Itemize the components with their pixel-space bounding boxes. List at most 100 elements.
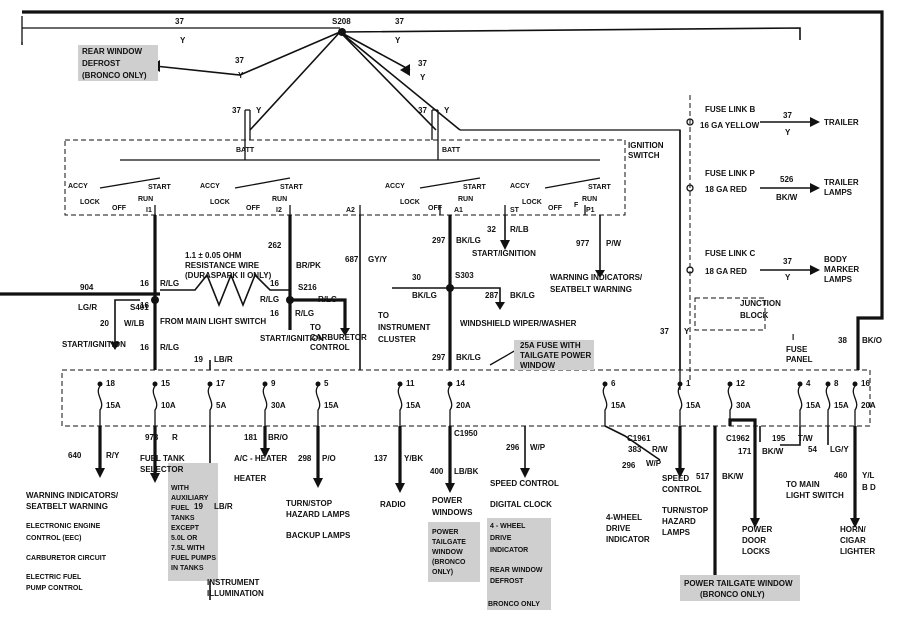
ign-mid-off: OFF	[246, 205, 261, 212]
wire-bklg-b: BK/LG	[412, 291, 437, 300]
pt-small-4: (BRONCO	[432, 559, 466, 566]
turn-hazard-right-3: LAMPS	[662, 528, 691, 537]
wire-298: 298	[298, 454, 312, 463]
wire-904-label: 904	[80, 283, 94, 292]
fuse-element	[262, 385, 268, 426]
wire-y-left: Y	[180, 36, 186, 45]
fuse-number: 4	[806, 379, 811, 388]
wire-bkw-a: BK/W	[722, 472, 744, 481]
fuse-link-b-dest: TRAILER	[824, 118, 859, 127]
wire-37-a: 37	[235, 56, 244, 65]
fuel-tank-selector-1: FUEL TANK	[140, 454, 185, 463]
wire-bklg-d: BK/LG	[456, 353, 481, 362]
rear-defrost-3: (BRONCO ONLY)	[82, 71, 147, 80]
wire-po: P/O	[322, 454, 336, 463]
fuse-element	[852, 385, 858, 426]
wire-lgr: LG/R	[78, 303, 97, 312]
to-main-light-1: TO MAIN	[786, 480, 820, 489]
ign-left-run: RUN	[138, 196, 153, 203]
fuse-amp: 15A	[834, 401, 849, 410]
fuse-number: 9	[271, 379, 276, 388]
wire-383: 383	[628, 445, 642, 454]
wire-tw: T/W	[798, 434, 813, 443]
output-wires	[98, 418, 857, 600]
wire-20-label: 20	[100, 319, 109, 328]
fuse-link-c-dest2: MARKER	[824, 265, 859, 274]
fuse-number: 15	[161, 379, 170, 388]
wire-517: 517	[696, 472, 710, 481]
ign-r1-a1: A1	[454, 207, 463, 214]
ign-r1-run: RUN	[458, 196, 473, 203]
fuse-note-1: 25A FUSE WITH	[520, 341, 581, 350]
horn-cigar-1: HORN/	[840, 525, 867, 534]
wire-400: 400	[430, 467, 444, 476]
fuse-link-b-gauge: 16 GA YELLOW	[700, 121, 760, 130]
fuse-amp: 10A	[161, 401, 176, 410]
wire-195: 195	[772, 434, 786, 443]
ign-r1-start: START	[463, 184, 487, 191]
wire-977: 977	[576, 239, 590, 248]
wire-y-a: Y	[238, 71, 244, 80]
wire-bko: BK/O	[862, 336, 882, 345]
4wd-box-3: INDICATOR	[490, 547, 528, 554]
fuel-note-line: FUEL PUMPS	[171, 555, 216, 562]
fuse-number: 18	[106, 379, 115, 388]
ign-r2-lock: LOCK	[522, 199, 542, 206]
speed-control-mid: SPEED CONTROL	[490, 479, 559, 488]
fuel-note-line: EXCEPT	[171, 525, 200, 532]
connector-c1950: C1950	[454, 429, 478, 438]
panel-1: FUSE	[786, 345, 808, 354]
wire-bklg-c: BK/LG	[510, 291, 535, 300]
wire-rlg-b: R/LG	[260, 295, 279, 304]
fuse-number: 5	[324, 379, 329, 388]
pt-small-5: ONLY)	[432, 569, 453, 576]
fuse-link-arrows	[686, 117, 820, 275]
wire-y-right: Y	[395, 36, 401, 45]
fuse-terminal	[825, 381, 831, 387]
wire-lbr-a: LB/R	[214, 355, 233, 364]
wire-687: 687	[345, 255, 359, 264]
fuel-note-line: FUEL	[171, 505, 190, 512]
resistance-wire	[160, 272, 290, 308]
wire-37-d: 37	[783, 111, 792, 120]
wire-297-a: 297	[432, 236, 446, 245]
to-cluster-1: TO	[378, 311, 389, 320]
power-windows-2: WINDOWS	[432, 508, 473, 517]
to-carb-3: CONTROL	[310, 343, 350, 352]
4wd-drive-2: DRIVE	[606, 524, 631, 533]
power-windows-1: POWER	[432, 496, 462, 505]
ign-r2-run: RUN	[582, 196, 597, 203]
wire-rw: R/W	[652, 445, 668, 454]
fuse-link-c-dest1: BODY	[824, 255, 848, 264]
rear-defrost-2: DEFROST	[82, 59, 120, 68]
pt-big-1: POWER TAILGATE WINDOW	[684, 579, 793, 588]
ign-r2-off: OFF	[548, 205, 563, 212]
fuse-terminal	[852, 381, 858, 387]
main-verticals	[153, 130, 681, 370]
fuse-element	[602, 385, 608, 426]
rwd-box-1: REAR WINDOW	[490, 567, 543, 574]
fuse-amp: 30A	[271, 401, 286, 410]
batt-right: BATT	[442, 147, 461, 154]
fuse-terminal	[97, 381, 103, 387]
wire-y-feed-right: Y	[444, 106, 450, 115]
fuse-terminal	[677, 381, 683, 387]
power-tailgate-big-shade	[680, 575, 800, 601]
wire-171: 171	[738, 447, 752, 456]
wire-pw: P/W	[606, 239, 622, 248]
pt-small-2: TAILGATE	[432, 539, 466, 546]
wire-bkw-c: BK/W	[776, 193, 798, 202]
fuse-9: 9 30A	[262, 379, 286, 426]
wire-16-e: 16	[140, 343, 149, 352]
wire-r: R	[172, 433, 178, 442]
fuel-note-line: IN TANKS	[171, 565, 204, 572]
batt-left: BATT	[236, 147, 255, 154]
fuse-terminal	[602, 381, 608, 387]
wire-19-a: 19	[194, 355, 203, 364]
